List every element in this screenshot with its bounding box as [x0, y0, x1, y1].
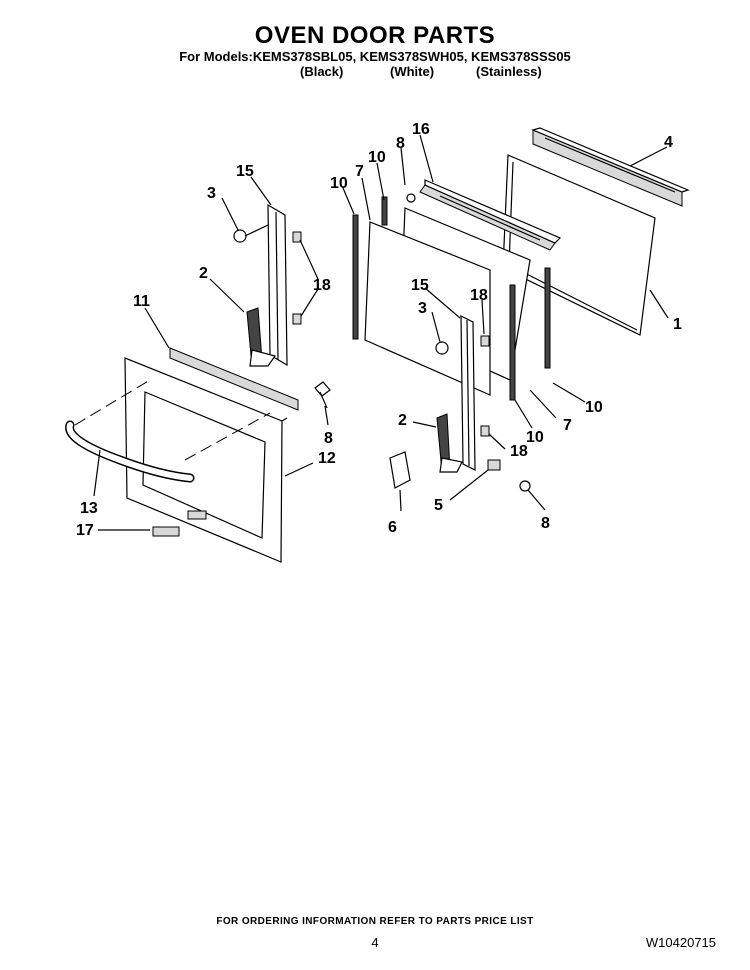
part-15-hinge-receiver-right	[460, 315, 476, 471]
callout-11: 11	[133, 293, 150, 310]
part-11-plate	[169, 347, 299, 411]
callout-18-right-bottom: 18	[510, 443, 528, 460]
part-5-clip	[487, 459, 501, 471]
callout-12: 12	[318, 450, 336, 467]
callout-6: 6	[388, 519, 397, 536]
callout-1: 1	[673, 316, 682, 333]
callout-15-right: 15	[411, 277, 429, 294]
part-15-hinge-receiver-left	[267, 203, 288, 367]
callout-7-left: 7	[355, 163, 364, 180]
part-10-strip-b	[381, 196, 388, 226]
callout-2-left: 2	[199, 265, 208, 282]
callout-10-mid: 10	[526, 429, 544, 446]
part-12-door-frame	[124, 357, 288, 563]
part-18-clip-left-a	[292, 231, 302, 243]
callout-15-left: 15	[236, 163, 254, 180]
callout-8-right: 8	[541, 515, 550, 532]
callout-3-right: 3	[418, 300, 427, 317]
part-10-strip-c	[509, 284, 516, 401]
callout-2-right: 2	[398, 412, 407, 429]
callout-16: 16	[412, 121, 430, 138]
callout-7-right: 7	[563, 417, 572, 434]
page-number: 4	[371, 935, 379, 950]
part-17-slot	[187, 510, 207, 520]
callout-8-top: 8	[396, 135, 405, 152]
part-1-outer-glass	[502, 154, 656, 336]
variant-black: (Black)	[300, 64, 344, 79]
callout-8-left: 8	[324, 430, 333, 447]
callout-18-right-top: 18	[470, 287, 488, 304]
document-number: W10420715	[645, 935, 716, 950]
callout-13: 13	[80, 500, 98, 517]
part-8-screw-right	[519, 480, 531, 492]
part-18-clip-left-b	[292, 313, 302, 325]
part-3-screw-left	[233, 224, 269, 243]
part-8-screw-top	[406, 193, 416, 203]
callout-10-right: 10	[585, 399, 603, 416]
part-4-top-trim	[531, 127, 690, 207]
variant-stainless: (Stainless)	[476, 64, 542, 79]
callout-10-top: 10	[368, 149, 386, 166]
callout-5: 5	[434, 497, 443, 514]
part-10-strip-a	[352, 214, 359, 340]
callout-17: 17	[76, 522, 94, 539]
part-18-clip-right-a	[480, 335, 490, 347]
page-title: OVEN DOOR PARTS	[254, 22, 496, 49]
part-18-clip-right-b	[480, 425, 490, 437]
part-8-screw-left	[314, 381, 331, 409]
part-2-hinge-left	[246, 307, 276, 367]
callout-10-left: 10	[330, 175, 348, 192]
part-16-vent-assembly	[419, 179, 562, 251]
part-3-screw-right	[435, 341, 449, 355]
part-2-hinge-right	[436, 413, 463, 473]
callout-leaders	[93, 134, 669, 531]
callout-18-left: 18	[313, 277, 331, 294]
part-7-inner-glass-left	[364, 221, 491, 396]
model-list: For Models:KEMS378SBL05, KEMS378SWH05, K…	[179, 49, 571, 64]
variant-white: (White)	[390, 64, 435, 79]
part-6-bracket	[389, 451, 411, 489]
callout-3-left: 3	[207, 185, 216, 202]
part-17-badge	[152, 526, 180, 537]
ordering-note: FOR ORDERING INFORMATION REFER TO PARTS …	[216, 916, 534, 927]
part-10-strip-d	[544, 267, 551, 369]
callout-4: 4	[664, 134, 673, 151]
